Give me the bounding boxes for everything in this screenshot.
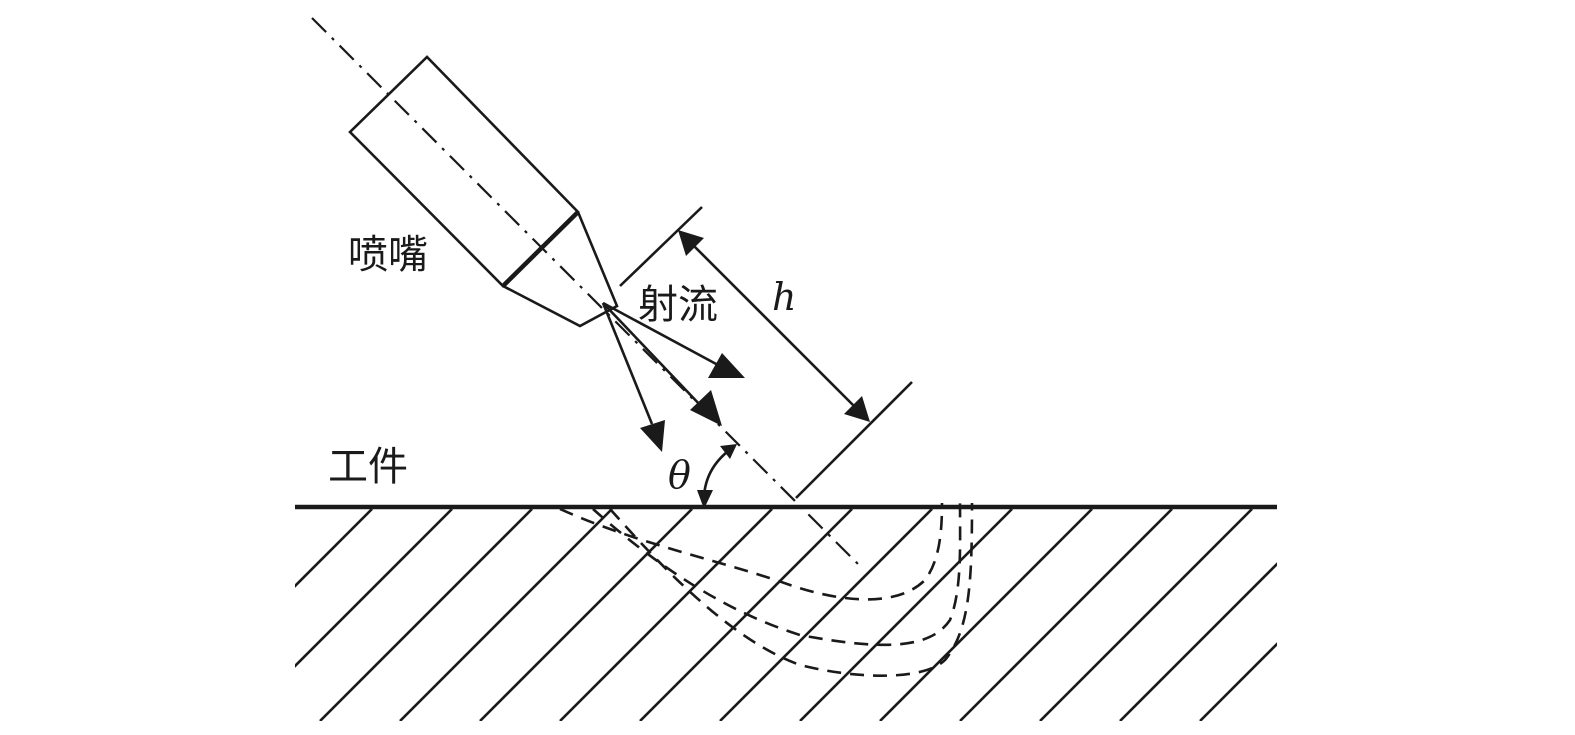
crater-outline-middle [592,502,962,647]
nozzle [348,55,619,328]
nozzle-label: 喷嘴 [348,232,428,278]
standoff-dimension [619,206,913,499]
impact-angle-label: θ [668,453,691,497]
impact-angle-arc [697,444,737,509]
jet-label: 射流 [638,282,718,328]
workpiece-hatching [295,509,1277,721]
jet-arrows [601,301,745,452]
workpiece-label: 工件 [328,444,408,490]
nozzle-axis [311,17,863,569]
standoff-distance-label: h [772,275,796,319]
crater-outline-inner [559,502,944,601]
